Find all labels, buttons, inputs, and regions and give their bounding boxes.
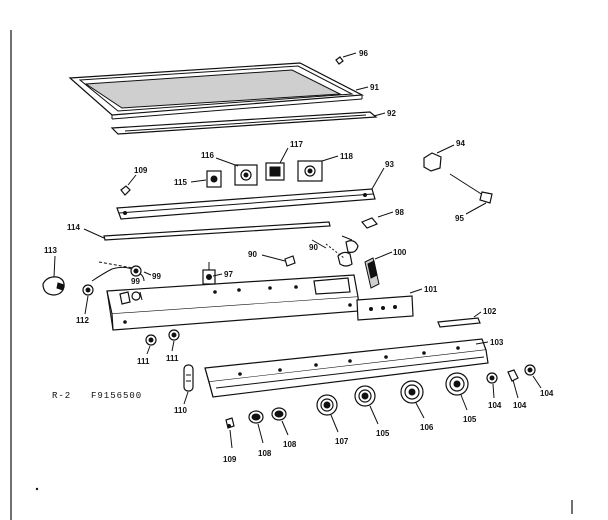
dot-mark [35,487,39,491]
callout-109b: 109 [223,455,237,464]
part-100-lever [311,235,393,289]
callout-101: 101 [424,285,438,294]
part-109-grommet [225,417,235,449]
callout-104c: 104 [540,389,554,398]
part-93-bracket [116,167,385,220]
callout-104b: 104 [513,401,527,410]
callout-98: 98 [395,208,404,217]
callout-112: 112 [76,316,89,325]
callout-110: 110 [174,406,187,415]
part-110-indicator [183,364,194,405]
part-107-knob [316,394,339,433]
part-111-knob-b [168,329,180,352]
part-96-screw [335,52,357,65]
callout-113: 113 [44,246,57,255]
callout-106: 106 [420,423,434,432]
part-105-knob-a [354,385,379,425]
callout-107: 107 [335,437,349,446]
part-112-bushing [82,284,94,315]
callout-97: 97 [224,270,233,279]
callout-116: 116 [201,151,214,160]
callout-115: 115 [174,178,187,187]
part-108-knob-b [271,407,289,436]
callout-93: 93 [385,160,394,169]
callout-94: 94 [456,139,465,148]
callout-104a: 104 [488,401,502,410]
part-103-front-panel [204,338,489,398]
leader-99b [139,291,143,301]
caption-right: F9156500 [91,391,142,401]
part-102-strip [437,311,482,328]
part-111-knob-a [145,334,157,355]
callout-102: 102 [483,307,497,316]
callout-108b: 108 [283,440,297,449]
callout-114: 114 [67,223,80,232]
part-91-top-panel [68,62,369,120]
part-98-clip [361,211,394,229]
callout-109: 109 [134,166,148,175]
callout-99a: 99 [152,272,161,281]
part-92-trim-strip [110,111,386,135]
part-105-knob-b [445,372,469,411]
part-90-clip [261,254,296,267]
callout-96: 96 [359,49,368,58]
part-116-switch [215,157,258,186]
leader-97 [212,273,223,277]
part-95-rod [449,173,493,215]
callout-99b: 99 [131,277,140,286]
callout-117: 117 [290,140,303,149]
part-104-knob-b [507,369,519,399]
part-118-switch [297,155,339,182]
part-99-wire [91,261,152,282]
callout-108: 108 [258,449,272,458]
part-104-knob-a [486,372,498,399]
callout-95: 95 [455,214,464,223]
callout-118: 118 [340,152,353,161]
callout-90a: 90 [248,250,257,259]
callout-105b: 105 [463,415,477,424]
part-94-bracket [423,144,455,172]
part-104-knob-c [524,364,542,389]
callout-111b: 111 [166,354,179,363]
part-114-strip [83,221,331,241]
part-106-knob [400,380,425,419]
part-113-knob [42,255,65,296]
part-109-clip [120,174,137,196]
part-117-switch [265,147,289,181]
part-101-plate [356,288,423,321]
callout-90b: 90 [309,243,318,252]
callout-100: 100 [393,248,407,257]
callout-111a: 111 [137,357,150,366]
callout-92: 92 [387,109,396,118]
part-115-switch [190,170,222,188]
caption-left: R-2 [52,391,71,401]
callout-103: 103 [490,338,504,347]
callout-105a: 105 [376,429,390,438]
callout-91: 91 [370,83,379,92]
part-108-knob-a [248,410,264,444]
